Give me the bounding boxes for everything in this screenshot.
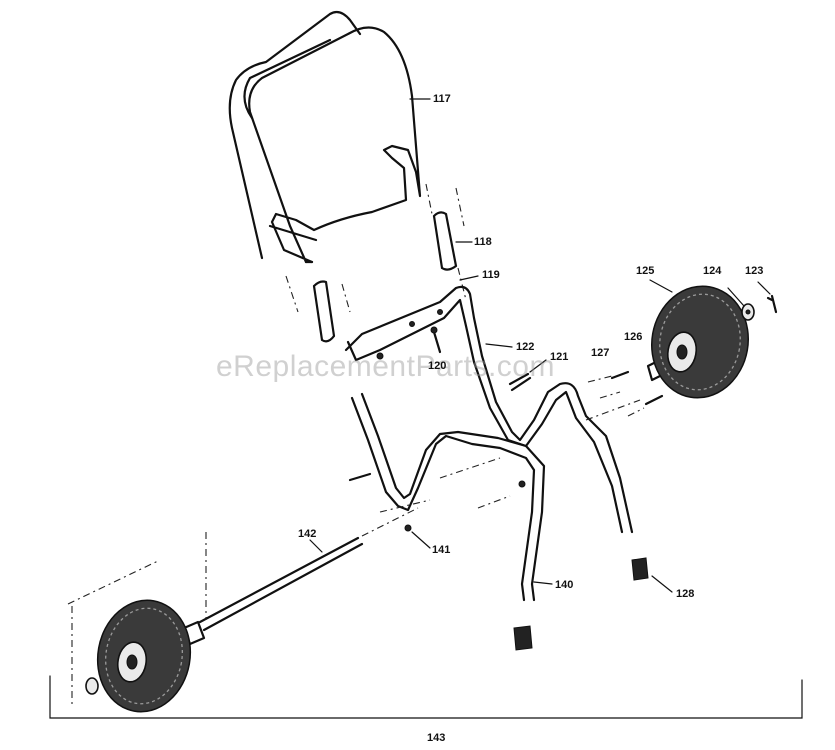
callout-118: 118 xyxy=(474,236,492,248)
leader-124 xyxy=(727,287,745,307)
axle-142-centerline xyxy=(361,507,419,537)
callout-141: 141 xyxy=(432,544,451,556)
leader-123 xyxy=(757,281,771,295)
bolt-left xyxy=(348,472,372,482)
handle-117-back-outline xyxy=(228,10,362,260)
callout-123: 123 xyxy=(745,265,764,277)
wheel-125-tread xyxy=(659,293,741,391)
tube-118-left xyxy=(312,280,336,343)
watermark: eReplacementParts.com xyxy=(216,350,555,383)
callout-128: 128 xyxy=(676,588,695,600)
hole-b xyxy=(409,321,415,327)
callout-142: 142 xyxy=(298,528,317,540)
bolt-121 xyxy=(508,372,532,392)
leader-128 xyxy=(651,575,673,593)
centerlines-118 xyxy=(285,183,467,313)
dashes-left xyxy=(67,532,207,708)
callout-127: 127 xyxy=(591,347,610,359)
side-rail-119 xyxy=(350,396,536,602)
fitting-128 xyxy=(631,557,649,581)
wheel-125 xyxy=(650,285,750,399)
callout-122: 122 xyxy=(516,341,535,353)
hole-a xyxy=(376,352,384,360)
leader-121 xyxy=(529,359,547,373)
wheel-left-hub-center xyxy=(126,654,138,670)
handle-117-inner xyxy=(268,224,318,264)
callout-143: 143 xyxy=(427,732,446,744)
washer-left xyxy=(85,677,99,695)
bracket-143 xyxy=(49,675,803,719)
screw-141 xyxy=(404,524,412,532)
leader-125 xyxy=(649,279,673,293)
callout-124: 124 xyxy=(703,265,722,277)
leader-122 xyxy=(485,343,513,348)
side-rail-119-b xyxy=(360,392,546,602)
wheel-left-tread xyxy=(105,607,183,705)
screw-120 xyxy=(432,330,442,354)
callout-121: 121 xyxy=(550,351,569,363)
callout-126: 126 xyxy=(624,331,643,343)
washer-124-hole xyxy=(745,309,751,315)
leader-141 xyxy=(411,531,431,549)
axle-142 xyxy=(198,536,364,632)
leader-119 xyxy=(459,275,479,281)
dashes-right-axle xyxy=(585,375,645,421)
bolt-127 xyxy=(610,370,630,380)
callout-140: 140 xyxy=(555,579,574,591)
cap-123 xyxy=(766,294,778,314)
tube-118-right xyxy=(432,211,458,271)
bolt-right-lower xyxy=(644,394,664,406)
callout-125: 125 xyxy=(636,265,655,277)
leader-140 xyxy=(533,581,553,585)
hole-d xyxy=(518,480,526,488)
callout-120: 120 xyxy=(428,360,447,372)
callout-119: 119 xyxy=(482,269,500,281)
screw-120-head xyxy=(430,326,438,334)
callout-117: 117 xyxy=(433,93,451,105)
wheel-125-hub-center xyxy=(676,344,688,360)
fitting-140 xyxy=(513,625,533,651)
hole-c xyxy=(437,309,443,315)
leader-142 xyxy=(309,539,323,553)
frame-119 xyxy=(344,285,634,534)
dashes-center xyxy=(379,457,511,513)
handle-117 xyxy=(248,26,422,264)
handle-117-back-outline-2 xyxy=(243,38,332,120)
